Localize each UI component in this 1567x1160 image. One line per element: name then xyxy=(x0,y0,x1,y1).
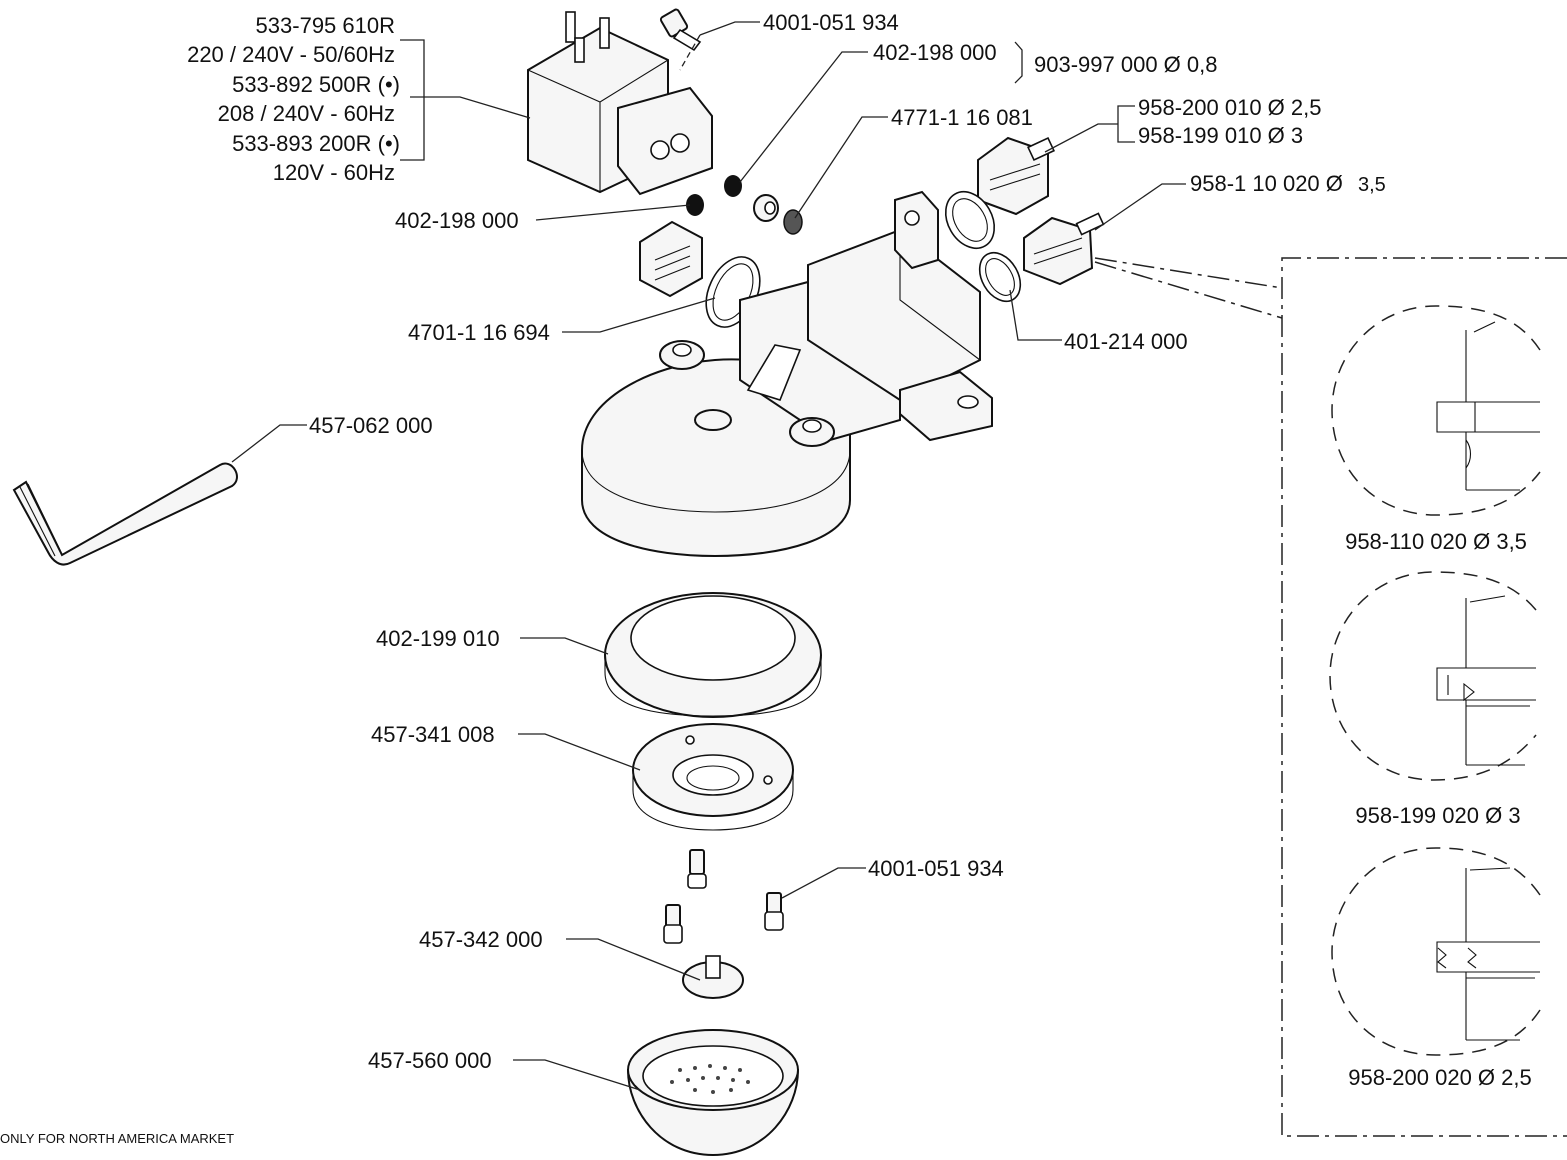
label-solenoid-2-voltage: 208 / 240V - 60Hz xyxy=(218,101,395,126)
label-jet-a: 958-200 010 Ø 2,5 xyxy=(1138,95,1321,120)
label-bottom-screw: 4001-051 934 xyxy=(868,856,1004,881)
shower-disc-drawing xyxy=(682,955,744,999)
detail-jet-3 xyxy=(1329,571,1537,781)
label-solenoid-1: 533-795 610R xyxy=(256,13,395,38)
label-gasket-right: 401-214 000 xyxy=(1064,329,1188,354)
detail-caption-1: 958-110 020 Ø 3,5 xyxy=(1345,529,1527,554)
detail-caption-2: 958-199 020 Ø 3 xyxy=(1355,803,1520,828)
label-jet-c-size: 3,5 xyxy=(1358,174,1386,196)
oring-black-top-drawing xyxy=(724,175,742,197)
footnote: ONLY FOR NORTH AMERICA MARKET xyxy=(0,1131,234,1146)
leader-lines xyxy=(231,21,1283,1091)
shower-holder-drawing xyxy=(632,723,794,831)
detail-box xyxy=(1281,257,1567,1137)
label-jet-c: 958-1 10 020 Ø xyxy=(1190,171,1343,196)
label-solenoid-1-voltage: 220 / 240V - 50/60Hz xyxy=(187,42,395,67)
gasket-right-drawing xyxy=(978,251,1022,303)
top-screw-drawing xyxy=(659,8,702,52)
detail-jet-2-5 xyxy=(1331,847,1541,1056)
label-solenoid-3-voltage: 120V - 60Hz xyxy=(273,160,395,185)
label-top-oring: 402-198 000 xyxy=(873,40,997,65)
label-filter-basket: 457-560 000 xyxy=(368,1048,492,1073)
label-jet-b: 958-199 010 Ø 3 xyxy=(1138,123,1303,148)
label-filter: 4771-1 16 081 xyxy=(891,105,1033,130)
label-kit: 903-997 000 Ø 0,8 xyxy=(1034,52,1217,77)
label-solenoid-3: 533-893 200R (•) xyxy=(232,131,400,156)
bottom-screws-drawing xyxy=(663,849,784,944)
label-shower-disc: 457-342 000 xyxy=(419,927,543,952)
oring-black-left-drawing xyxy=(686,194,704,216)
detail-jet-3-5 xyxy=(1331,305,1541,516)
solenoid-valve-drawing xyxy=(527,11,713,196)
seal-ring-drawing xyxy=(604,592,822,718)
gasket-upper-drawing xyxy=(944,190,996,250)
label-left-oring: 402-198 000 xyxy=(395,208,519,233)
detail-caption-3: 958-200 020 Ø 2,5 xyxy=(1348,1065,1531,1090)
label-seal-ring: 402-199 010 xyxy=(376,626,500,651)
jet-fitting-lower-drawing xyxy=(1023,212,1105,286)
label-top-screw: 4001-051 934 xyxy=(763,10,899,35)
label-lever: 457-062 000 xyxy=(309,413,433,438)
plug-drawing xyxy=(639,220,703,298)
nozzle-drawing xyxy=(753,194,779,222)
group-head-body-drawing xyxy=(581,190,993,558)
jet-fitting-upper-drawing xyxy=(977,136,1055,216)
filter-basket-drawing xyxy=(626,1029,800,1157)
mesh-filter-drawing xyxy=(783,209,803,235)
label-shower-holder: 457-341 008 xyxy=(371,722,495,747)
label-solenoid-2: 533-892 500R (•) xyxy=(232,72,400,97)
lever-drawing xyxy=(12,462,238,566)
label-gasket-plug: 4701-1 16 694 xyxy=(408,320,550,345)
